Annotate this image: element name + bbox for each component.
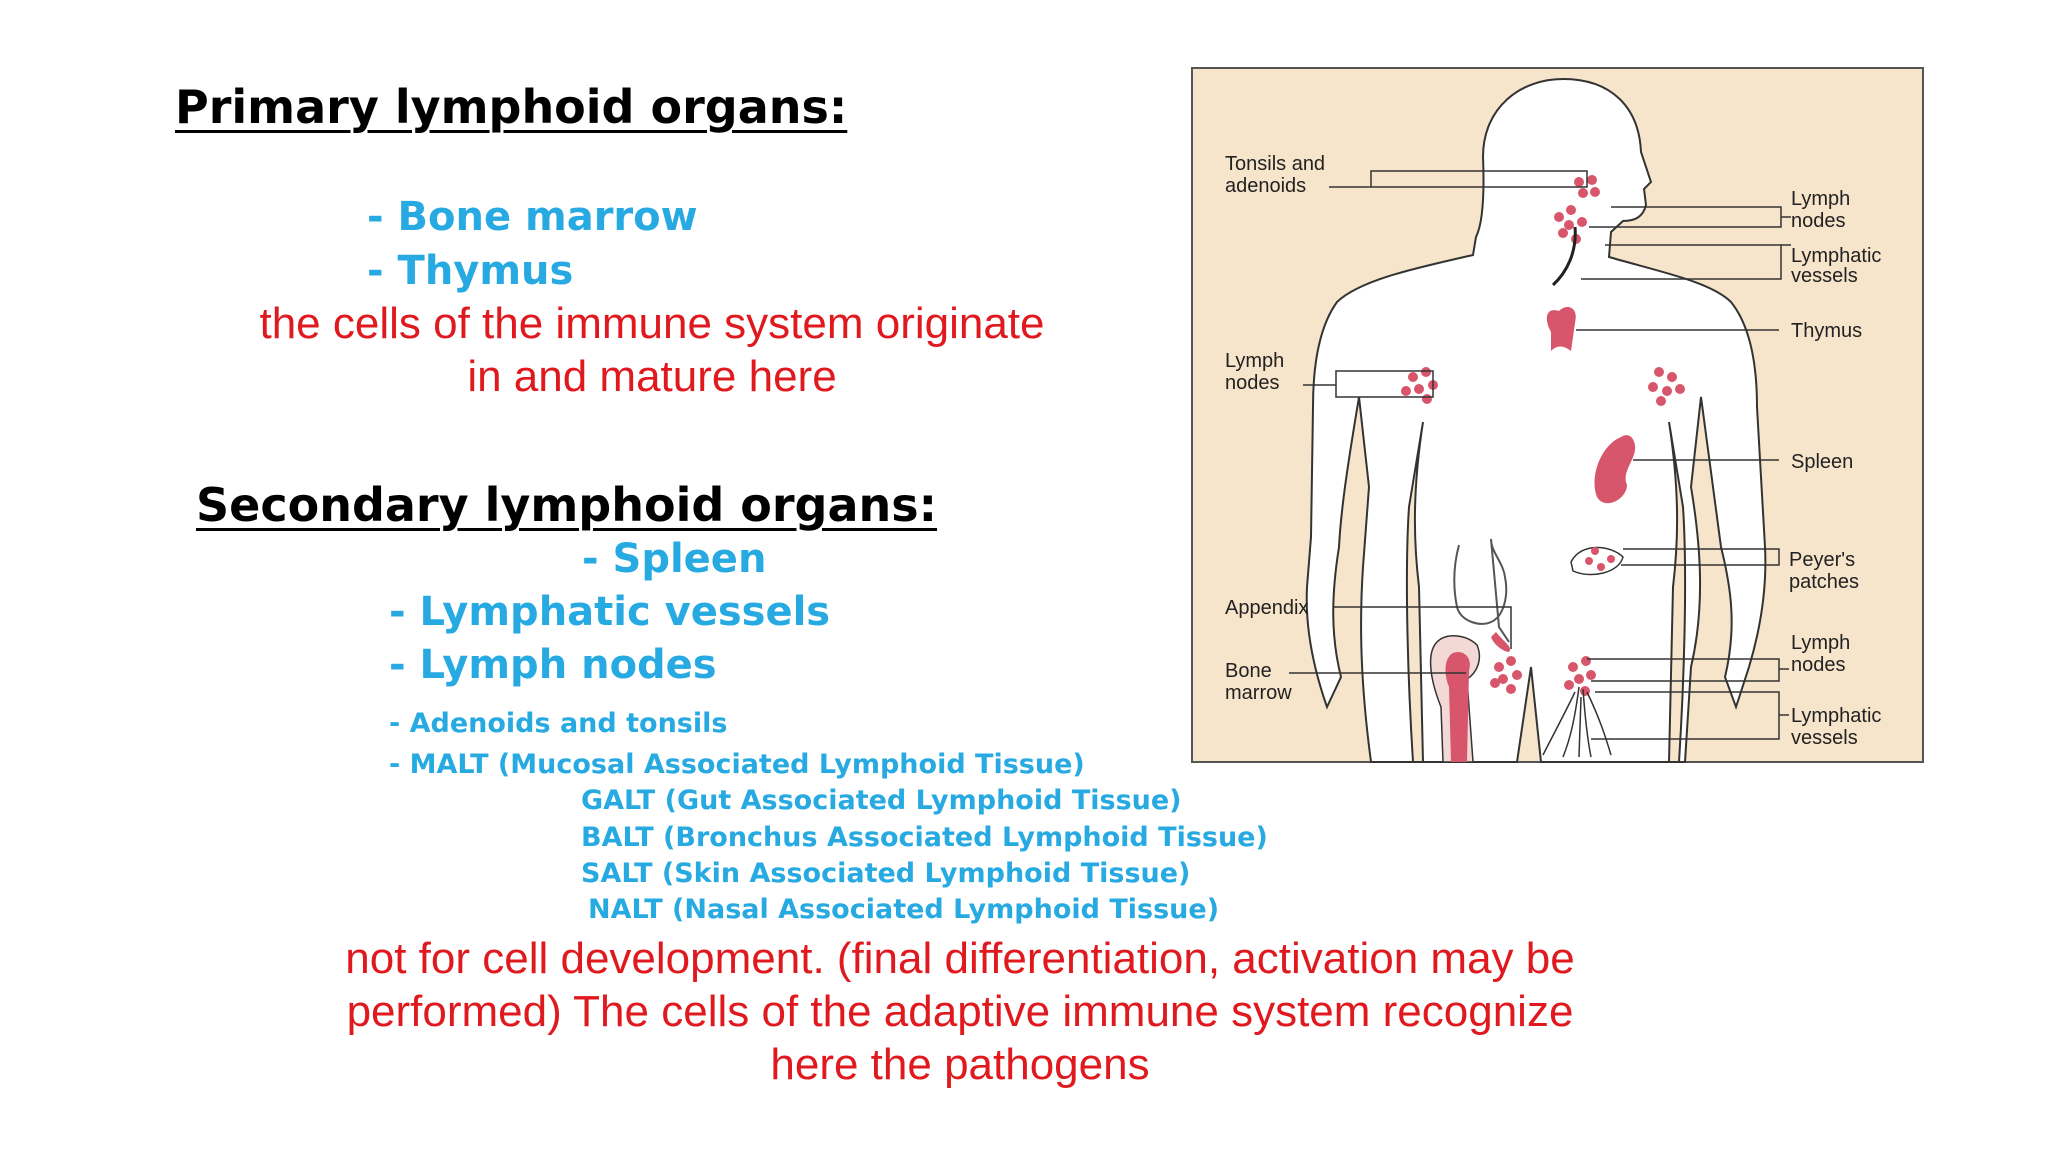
primary-heading: Primary lymphoid organs:: [175, 80, 848, 134]
leg-lymphatic-vessels: [1542, 686, 1612, 758]
spleen-organ: [1594, 435, 1636, 504]
label-thymus: Thymus: [1791, 320, 1862, 342]
secondary-item-nalt: NALT (Nasal Associated Lymphoid Tissue): [588, 894, 1220, 925]
label-tonsils-line2: adenoids: [1225, 175, 1306, 197]
secondary-item-balt: BALT (Bronchus Associated Lymphoid Tissu…: [581, 822, 1268, 853]
secondary-note-line: performed) The cells of the adaptive imm…: [346, 987, 1574, 1036]
colon-appendix: [1453, 538, 1510, 643]
label-peyers-line2: patches: [1789, 571, 1859, 593]
label-axillary-nodes-line2: nodes: [1225, 372, 1280, 394]
inguinal-lymph-nodes-left: [1490, 656, 1522, 694]
primary-note-line: the cells of the immune system originate: [259, 299, 1045, 348]
label-neck-nodes-line2: nodes: [1791, 210, 1846, 232]
bone-marrow-organ: [1429, 635, 1481, 763]
label-spleen: Spleen: [1791, 451, 1853, 473]
label-tonsils-line1: Tonsils and: [1225, 153, 1325, 175]
primary-note-line: in and mature here: [467, 352, 837, 401]
axillary-lymph-nodes-right: [1648, 367, 1685, 406]
label-neck-nodes-line1: Lymph: [1791, 188, 1850, 210]
secondary-item-malt: - MALT (Mucosal Associated Lymphoid Tiss…: [389, 749, 1085, 780]
label-leg-vessels-line2: vessels: [1791, 727, 1858, 749]
label-groin-nodes-line1: Lymph: [1791, 632, 1850, 654]
right-arm-gap: [1667, 421, 1687, 763]
secondary-note-line: here the pathogens: [770, 1040, 1150, 1089]
primary-item-bone-marrow: - Bone marrow: [367, 194, 698, 240]
primary-note: the cells of the immune system originate…: [175, 297, 1129, 403]
peyers-patches-organ: [1570, 546, 1624, 576]
label-neck-vessels-line2: vessels: [1791, 265, 1858, 287]
thymus-organ: [1546, 307, 1576, 351]
label-peyers-line1: Peyer's: [1789, 549, 1855, 571]
label-appendix: Appendix: [1225, 597, 1308, 619]
label-axillary-nodes-line1: Lymph: [1225, 350, 1284, 372]
leader-lines: [1289, 170, 1791, 740]
inguinal-lymph-nodes-right: [1564, 656, 1596, 696]
secondary-item-salt: SALT (Skin Associated Lymphoid Tissue): [581, 858, 1191, 889]
secondary-item-adenoids: - Adenoids and tonsils: [389, 708, 728, 739]
secondary-item-lymphatic-vessels: - Lymphatic vessels: [389, 589, 831, 635]
label-bone-marrow-line2: marrow: [1225, 682, 1292, 704]
secondary-item-galt: GALT (Gut Associated Lymphoid Tissue): [581, 785, 1182, 816]
body-diagram: Tonsils and adenoids Lymph nodes Appendi…: [1191, 67, 1924, 763]
secondary-note-line: not for cell development. (final differe…: [345, 934, 1575, 983]
secondary-item-lymph-nodes: - Lymph nodes: [389, 642, 717, 688]
primary-item-thymus: - Thymus: [367, 248, 574, 294]
secondary-item-spleen: - Spleen: [582, 536, 767, 582]
lymphatic-system-figure: Tonsils and adenoids Lymph nodes Appendi…: [1191, 67, 1924, 763]
left-arm-gap: [1405, 421, 1425, 763]
label-bone-marrow-line1: Bone: [1225, 660, 1272, 682]
neck-lymphatic-vessel: [1551, 226, 1577, 287]
body-outline: [1305, 77, 1767, 763]
label-groin-nodes-line2: nodes: [1791, 654, 1846, 676]
label-leg-vessels-line1: Lymphatic: [1791, 705, 1881, 727]
appendix-organ: [1491, 632, 1511, 652]
secondary-heading: Secondary lymphoid organs:: [196, 478, 938, 532]
secondary-note: not for cell development. (final differe…: [160, 932, 1760, 1091]
label-neck-vessels-line1: Lymphatic: [1791, 245, 1881, 267]
tonsils-adenoids: [1574, 175, 1600, 198]
